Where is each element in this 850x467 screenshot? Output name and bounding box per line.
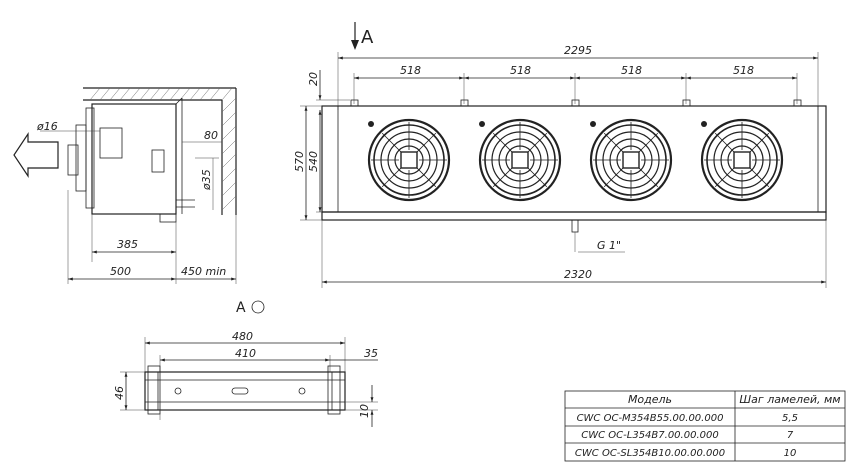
height-540-label: 540: [307, 151, 320, 172]
depth-385-label: 385: [117, 238, 138, 251]
width-2295-label: 2295: [564, 44, 592, 57]
dim-35-label: 35: [364, 347, 378, 360]
junction-box: [99, 127, 123, 159]
width-410-label: 410: [235, 347, 256, 360]
table-row-1-pitch: 5,5: [782, 413, 798, 424]
motor-hub-side: [67, 144, 79, 176]
table-header-model: Модель: [628, 393, 672, 406]
unit-body-side: [91, 103, 177, 215]
table-row-3-pitch: 10: [784, 448, 797, 459]
fan-spacing-3: 518: [621, 64, 642, 77]
rotate-icon: [251, 300, 265, 314]
fan-spacing-2: 518: [510, 64, 531, 77]
mounting-rail-profile: [144, 371, 346, 411]
depth-500-label: 500: [110, 265, 131, 278]
wall-ceiling: [83, 87, 237, 215]
section-view-title: A: [236, 300, 246, 316]
width-480-label: 480: [232, 330, 253, 343]
pipe-diameter-label: ø35: [200, 169, 213, 191]
drain-pipe: [571, 219, 579, 233]
dim-10-label: 10: [358, 404, 371, 418]
fan-3: [589, 118, 673, 202]
height-570-label: 570: [293, 151, 306, 172]
fan-spacing-dims: 518 518 518 518: [353, 64, 798, 104]
spec-table: Модель Шаг ламелей, мм CWC OC-M354B55.00…: [564, 390, 846, 462]
fan-1: [367, 118, 451, 202]
height-20-label: 20: [307, 72, 320, 86]
fan-motor-side: [75, 124, 87, 192]
section-marker-label: A: [361, 27, 374, 48]
fan-4: [700, 118, 784, 202]
table-row-2-pitch: 7: [787, 430, 794, 441]
drain-label: G 1": [597, 239, 621, 252]
table-row-1-model: CWC OC-M354B55.00.00.000: [577, 413, 724, 424]
fan-guard-side: [85, 107, 95, 209]
table-row-3-model: CWC OC-SL354B10.00.00.000: [575, 448, 725, 459]
drain-outlet-side: [159, 213, 177, 223]
mounting-brackets: [350, 99, 802, 107]
fan-spacing-1: 518: [400, 64, 421, 77]
dim-46-label: 46: [113, 386, 126, 400]
table-row-2-model: CWC OC-L354B7.00.00.000: [581, 430, 718, 441]
fan-2: [478, 118, 562, 202]
table-header-fin-pitch: Шаг ламелей, мм: [739, 393, 840, 406]
width-2320-label: 2320: [564, 268, 592, 281]
nameplate: [151, 149, 165, 173]
fan-spacing-4: 518: [733, 64, 754, 77]
drip-tray: [321, 211, 827, 221]
airflow-arrow-icon: [13, 132, 59, 178]
section-view: A 480 410 35 46: [113, 300, 378, 427]
side-view: ø16 80 ø35 385 500 450 min: [13, 87, 237, 284]
clearance-label: 450 min: [181, 265, 226, 278]
offset-80-label: 80: [204, 129, 218, 142]
diameter-16-label: ø16: [36, 120, 58, 133]
front-view: A 2295 518 518 518 518: [293, 22, 827, 288]
fan-row: [367, 118, 784, 202]
